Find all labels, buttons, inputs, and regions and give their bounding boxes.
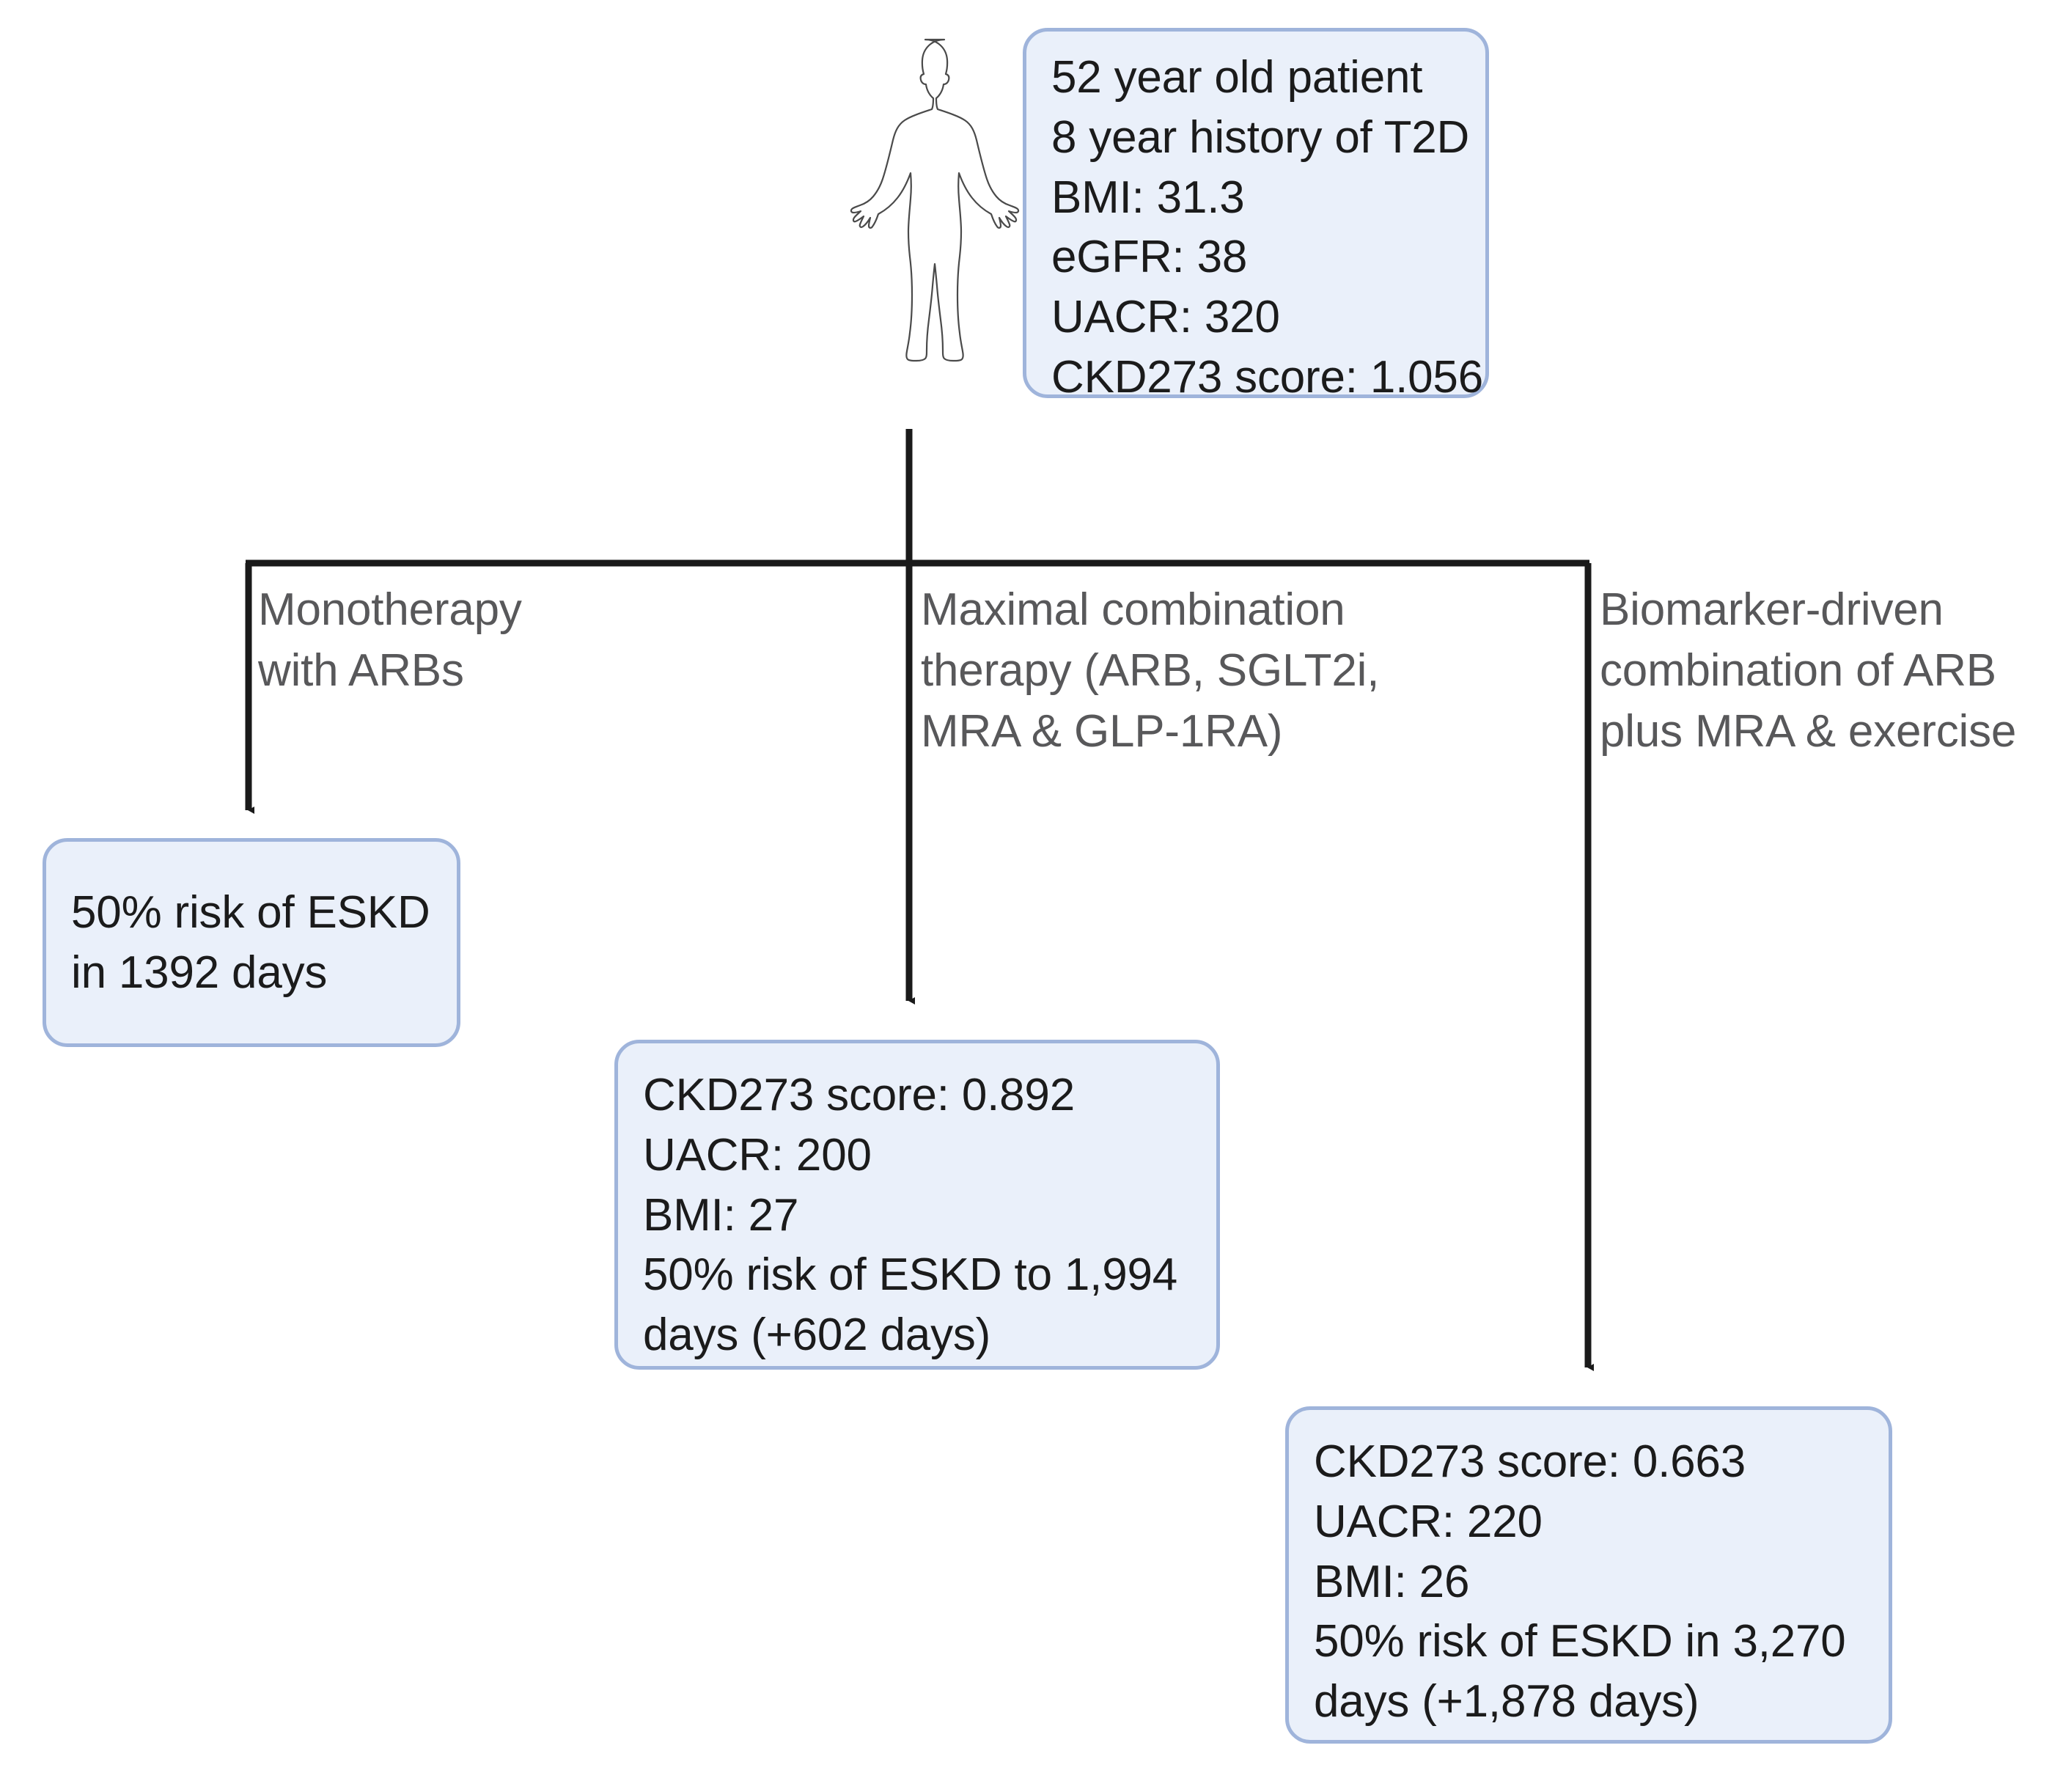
branch-label-monotherapy: Monotherapy with ARBs [258, 584, 522, 697]
outcome-box-maximal-combination: CKD273 score: 0.892 UACR: 200 BMI: 27 50… [614, 1040, 1220, 1370]
branch-label-maximal-combination: Maximal combination therapy (ARB, SGLT2i… [921, 584, 1380, 757]
patient-line-ckd273: CKD273 score: 1.056 [1051, 352, 1483, 403]
outcome-left-line-days: in 1392 days [71, 947, 328, 998]
outcome-middle-line-bmi: BMI: 27 [643, 1189, 799, 1241]
outcome-right-line-ckd273: CKD273 score: 0.663 [1314, 1436, 1746, 1487]
outcome-box-monotherapy: 50% risk of ESKD in 1392 days [43, 838, 460, 1047]
outcome-middle-line-uacr: UACR: 200 [643, 1129, 872, 1180]
outcome-middle-line-risk: 50% risk of ESKD to 1,994 days (+602 day… [643, 1249, 1178, 1361]
outcome-right-line-bmi: BMI: 26 [1314, 1556, 1470, 1607]
patient-line-age: 52 year old patient [1051, 52, 1423, 103]
outcome-right-line-risk: 50% risk of ESKD in 3,270 days (+1,878 d… [1314, 1616, 1846, 1727]
human-body-outline-icon [850, 38, 1020, 362]
outcome-middle-line-ckd273: CKD273 score: 0.892 [643, 1070, 1075, 1120]
patient-line-history: 8 year history of T2D [1051, 111, 1470, 163]
patient-line-uacr: UACR: 320 [1051, 292, 1280, 343]
patient-line-bmi: BMI: 31.3 [1051, 172, 1245, 223]
branch-label-biomarker-driven: Biomarker-driven combination of ARB plus… [1600, 584, 2017, 757]
patient-line-egfr: eGFR: 38 [1051, 232, 1248, 283]
outcome-left-line-risk: 50% risk of ESKD [71, 886, 430, 938]
outcome-box-biomarker-driven: CKD273 score: 0.663 UACR: 220 BMI: 26 50… [1285, 1406, 1892, 1744]
outcome-right-line-uacr: UACR: 220 [1314, 1496, 1543, 1547]
patient-info-box: 52 year old patient 8 year history of T2… [1023, 28, 1489, 403]
